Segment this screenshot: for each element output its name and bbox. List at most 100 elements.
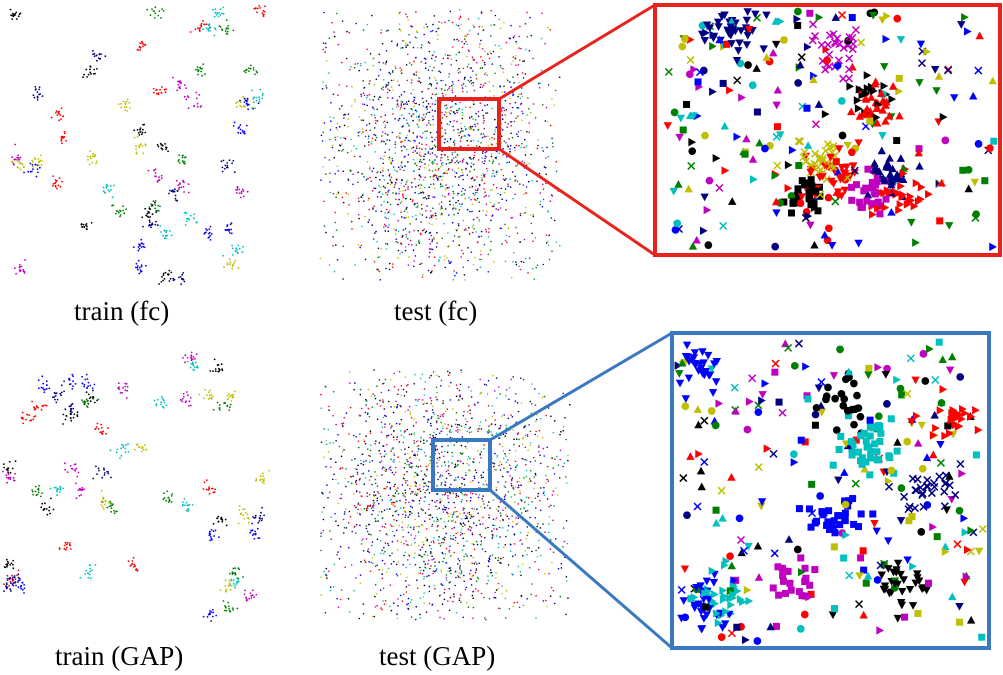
scatter-marker	[702, 21, 712, 30]
scatter-point	[477, 512, 479, 515]
scatter-point	[242, 508, 245, 511]
scatter-point	[566, 542, 569, 545]
scatter-point	[105, 183, 108, 186]
scatter-point	[264, 5, 266, 8]
scatter-marker	[857, 203, 865, 211]
scatter-point	[85, 569, 87, 572]
scatter-point	[360, 95, 363, 97]
scatter-point	[376, 240, 378, 243]
scatter-point	[380, 210, 383, 213]
scatter-point	[332, 585, 335, 588]
scatter-point	[483, 188, 486, 190]
scatter-point	[359, 513, 362, 516]
scatter-point	[407, 264, 410, 267]
scatter-point	[91, 155, 94, 158]
scatter-point	[525, 463, 527, 466]
scatter-point	[441, 194, 444, 197]
scatter-point	[380, 204, 383, 206]
scatter-point	[353, 66, 356, 69]
scatter-point	[246, 100, 248, 103]
scatter-point	[495, 535, 498, 537]
scatter-point	[478, 494, 481, 496]
scatter-point	[52, 175, 55, 178]
scatter-point	[324, 42, 327, 45]
scatter-point	[460, 137, 462, 139]
scatter-point	[341, 105, 343, 107]
scatter-point	[159, 88, 162, 91]
scatter-point	[225, 609, 228, 612]
scatter-point	[494, 118, 496, 121]
scatter-point	[446, 106, 449, 109]
scatter-point	[72, 380, 74, 383]
scatter-point	[470, 140, 472, 142]
scatter-point	[384, 423, 386, 425]
scatter-point	[153, 91, 155, 94]
scatter-point	[434, 93, 436, 96]
scatter-point	[406, 122, 409, 124]
scatter-point	[475, 231, 477, 233]
scatter-point	[397, 513, 400, 516]
scatter-point	[64, 548, 67, 551]
scatter-point	[406, 206, 408, 209]
scatter-point	[209, 389, 211, 392]
scatter-point	[482, 122, 485, 124]
scatter-point	[406, 479, 409, 482]
scatter-point	[410, 485, 412, 488]
scatter-point	[13, 164, 15, 166]
scatter-point	[22, 422, 25, 425]
scatter-point	[320, 535, 322, 537]
scatter-point	[89, 570, 91, 573]
scatter-point	[537, 568, 540, 571]
scatter-point	[442, 161, 444, 164]
scatter-point	[419, 597, 422, 599]
scatter-point	[481, 86, 484, 88]
scatter-point	[341, 422, 343, 425]
scatter-point	[218, 12, 220, 14]
scatter-point	[430, 541, 433, 543]
scatter-point	[499, 47, 502, 50]
scatter-point	[505, 234, 508, 237]
scatter-point	[380, 31, 382, 34]
scatter-point	[92, 152, 94, 155]
scatter-point	[195, 361, 197, 364]
scatter-marker	[815, 13, 824, 22]
scatter-point	[466, 500, 468, 502]
scatter-point	[8, 460, 11, 463]
scatter-point	[214, 12, 217, 14]
scatter-point	[203, 481, 206, 484]
scatter-point	[242, 95, 244, 98]
scatter-point	[353, 155, 356, 158]
scatter-point	[465, 162, 468, 164]
scatter-point	[436, 177, 439, 180]
scatter-point	[420, 184, 423, 186]
scatter-point	[540, 69, 543, 72]
scatter-point	[483, 61, 486, 64]
scatter-point	[425, 106, 428, 108]
scatter-point	[422, 132, 424, 134]
scatter-point	[511, 106, 514, 109]
scatter-point	[470, 127, 472, 129]
scatter-point	[436, 465, 439, 468]
scatter-point	[548, 258, 551, 261]
scatter-point	[453, 526, 456, 529]
scatter-point	[380, 247, 382, 250]
scatter-point	[545, 414, 548, 417]
scatter-point	[119, 214, 122, 216]
scatter-point	[542, 183, 544, 186]
scatter-point	[392, 263, 394, 265]
scatter-point	[404, 496, 406, 498]
scatter-marker	[780, 198, 788, 206]
scatter-point	[496, 173, 498, 176]
scatter-point	[441, 135, 444, 138]
scatter-point	[413, 260, 416, 262]
scatter-point	[480, 230, 483, 233]
scatter-point	[359, 155, 361, 158]
scatter-marker	[863, 190, 873, 199]
scatter-point	[399, 190, 401, 192]
scatter-point	[523, 212, 525, 215]
scatter-point	[453, 235, 456, 237]
scatter-point	[363, 86, 366, 89]
scatter-point	[106, 506, 109, 509]
scatter-point	[135, 152, 138, 155]
scatter-point	[382, 86, 384, 88]
